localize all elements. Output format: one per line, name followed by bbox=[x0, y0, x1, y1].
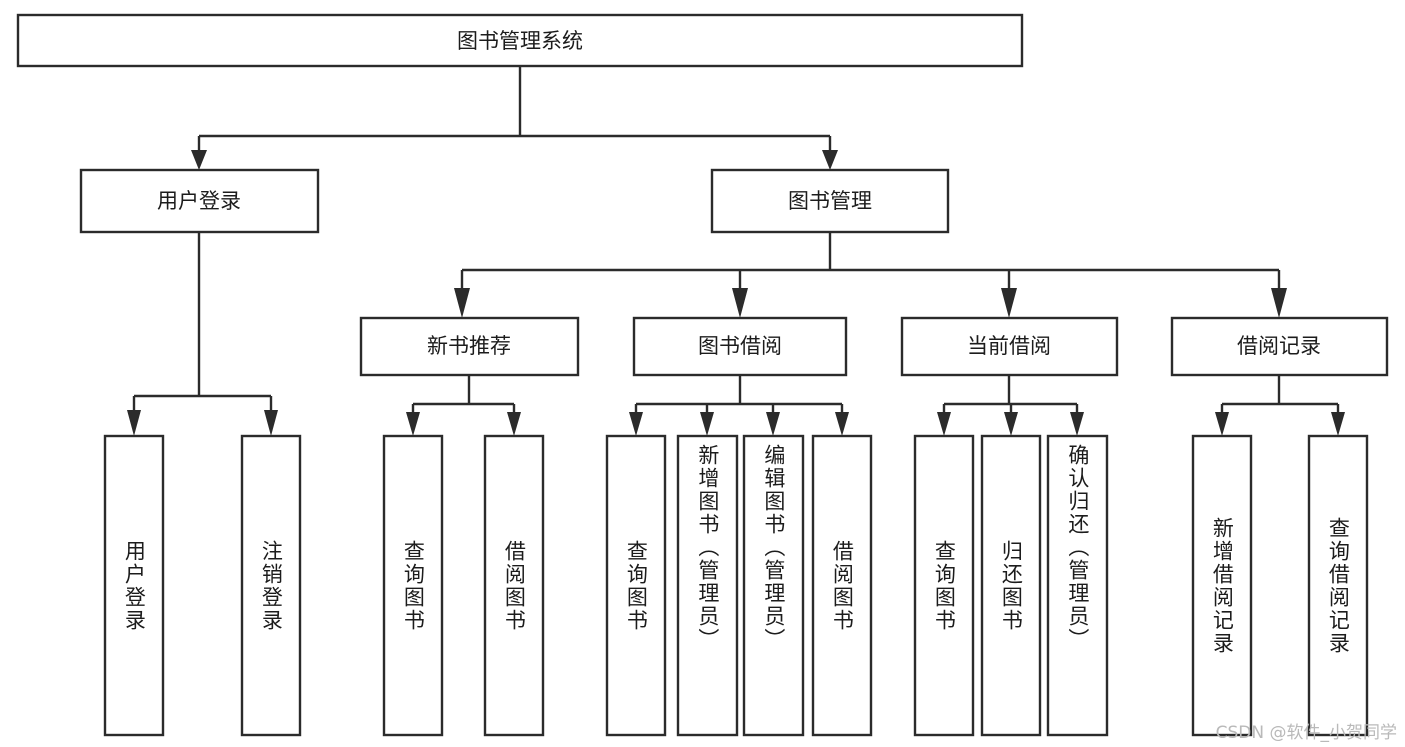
leaf-cell-current-borrow-2[interactable]: 归还图书 bbox=[982, 436, 1040, 735]
leaf-label-borrow-record-2: 查询借阅记录 bbox=[1326, 516, 1351, 655]
node-book-management[interactable] bbox=[710, 168, 950, 234]
arrow-to-userlogin bbox=[191, 150, 207, 170]
leaf-label-new-book-2: 借阅图书 bbox=[502, 539, 527, 632]
arrow-currentborrow-leaf-1 bbox=[937, 412, 951, 436]
leaf-box-borrow-record-1[interactable] bbox=[1191, 434, 1253, 737]
arrow-to-borrowrecord bbox=[1271, 288, 1287, 318]
node-root[interactable] bbox=[16, 13, 1024, 68]
label-user-login: 用户登录 bbox=[157, 189, 241, 213]
node-user-login[interactable] bbox=[79, 168, 320, 234]
leaf-box-current-borrow-3[interactable] bbox=[1046, 434, 1109, 737]
leaf-label-book-borrow-3: 编辑图书（管理员） bbox=[761, 444, 786, 651]
arrow-userlogin-leaf-2 bbox=[264, 410, 278, 436]
leaf-cell-current-borrow-3[interactable]: 确认归还（管理员） bbox=[1048, 436, 1107, 735]
label-root: 图书管理系统 bbox=[457, 29, 583, 53]
leaf-cell-new-book-1[interactable]: 查询图书 bbox=[384, 436, 442, 735]
leaf-box-book-borrow-2[interactable] bbox=[676, 434, 739, 737]
label-book-borrow: 图书借阅 bbox=[698, 334, 782, 358]
leaf-label-user-login-2: 注销登录 bbox=[259, 539, 284, 632]
leaf-label-current-borrow-3: 确认归还（管理员） bbox=[1065, 444, 1090, 651]
arrow-to-bookmgmt bbox=[822, 150, 838, 170]
leaf-cell-current-borrow-1[interactable]: 查询图书 bbox=[915, 436, 973, 735]
label-book-management: 图书管理 bbox=[788, 189, 872, 213]
node-borrow-record[interactable] bbox=[1170, 316, 1389, 377]
leaf-label-book-borrow-4: 借阅图书 bbox=[830, 539, 855, 632]
leaf-box-book-borrow-4[interactable] bbox=[811, 434, 873, 737]
leaf-box-borrow-record-2[interactable] bbox=[1307, 434, 1369, 737]
node-label-group: 图书管理系统 用户登录 图书管理 新书推荐 图书借阅 当前借阅 借阅记录 bbox=[157, 29, 1321, 358]
leaf-box-new-book-1[interactable] bbox=[382, 434, 444, 737]
leaf-label-user-login-1: 用户登录 bbox=[122, 539, 147, 632]
leaf-label-borrow-record-1: 新增借阅记录 bbox=[1210, 516, 1235, 655]
leaf-box-new-book-2[interactable] bbox=[483, 434, 545, 737]
leaf-box-user-login-1[interactable] bbox=[103, 434, 165, 737]
arrow-to-newbook bbox=[454, 288, 470, 318]
arrow-currentborrow-leaf-3 bbox=[1070, 412, 1084, 436]
arrow-to-bookborrow bbox=[732, 288, 748, 318]
leaf-cell-borrow-record-2[interactable]: 查询借阅记录 bbox=[1309, 436, 1367, 735]
node-group bbox=[16, 13, 1389, 737]
leaf-cell-book-borrow-3[interactable]: 编辑图书（管理员） bbox=[744, 436, 803, 735]
leaf-label-new-book-1: 查询图书 bbox=[401, 539, 426, 632]
leaf-label-current-borrow-1: 查询图书 bbox=[932, 539, 957, 632]
arrow-newbook-leaf-2 bbox=[507, 412, 521, 436]
leaf-label-book-borrow-1: 查询图书 bbox=[624, 539, 649, 632]
leaf-cell-book-borrow-1[interactable]: 查询图书 bbox=[607, 436, 665, 735]
node-book-borrow[interactable] bbox=[632, 316, 848, 377]
arrow-borrowrecord-leaf-1 bbox=[1215, 412, 1229, 436]
leaf-cell-new-book-2[interactable]: 借阅图书 bbox=[485, 436, 543, 735]
arrow-currentborrow-leaf-2 bbox=[1004, 412, 1018, 436]
leaf-box-book-borrow-1[interactable] bbox=[605, 434, 667, 737]
label-borrow-record: 借阅记录 bbox=[1237, 334, 1321, 358]
leaf-box-user-login-2[interactable] bbox=[240, 434, 302, 737]
arrow-bookborrow-leaf-4 bbox=[835, 412, 849, 436]
leaf-cell-user-login-1[interactable]: 用户登录 bbox=[105, 436, 163, 735]
leaf-label-current-borrow-2: 归还图书 bbox=[999, 539, 1024, 632]
arrow-newbook-leaf-1 bbox=[406, 412, 420, 436]
arrow-bookborrow-leaf-1 bbox=[629, 412, 643, 436]
leaf-box-current-borrow-2[interactable] bbox=[980, 434, 1042, 737]
node-current-borrow[interactable] bbox=[900, 316, 1119, 377]
leaf-cell-book-borrow-4[interactable]: 借阅图书 bbox=[813, 436, 871, 735]
node-new-book-recommend[interactable] bbox=[359, 316, 580, 377]
leaf-box-book-borrow-3[interactable] bbox=[742, 434, 805, 737]
leaf-box-current-borrow-1[interactable] bbox=[913, 434, 975, 737]
connector-group bbox=[127, 66, 1345, 436]
leaf-cell-borrow-record-1[interactable]: 新增借阅记录 bbox=[1193, 436, 1251, 735]
arrow-to-currentborrow bbox=[1001, 288, 1017, 318]
leaf-cell-book-borrow-2[interactable]: 新增图书（管理员） bbox=[678, 436, 737, 735]
label-new-book-recommend: 新书推荐 bbox=[427, 334, 511, 358]
leaf-cell-user-login-2[interactable]: 注销登录 bbox=[242, 436, 300, 735]
arrow-userlogin-leaf-1 bbox=[127, 410, 141, 436]
arrow-bookborrow-leaf-3 bbox=[766, 412, 780, 436]
arrow-bookborrow-leaf-2 bbox=[700, 412, 714, 436]
leaf-label-book-borrow-2: 新增图书（管理员） bbox=[695, 444, 720, 651]
label-current-borrow: 当前借阅 bbox=[967, 334, 1051, 358]
arrow-borrowrecord-leaf-2 bbox=[1331, 412, 1345, 436]
